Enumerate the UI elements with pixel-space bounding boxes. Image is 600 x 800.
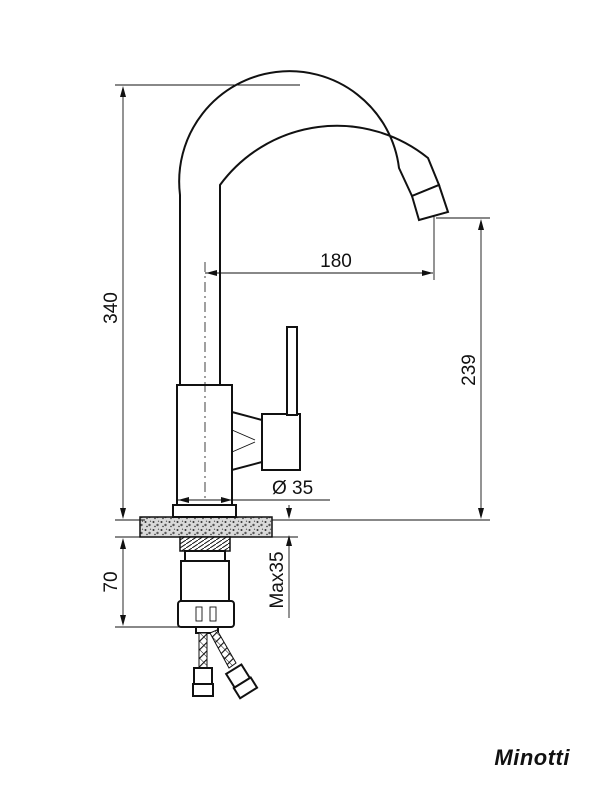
dimension-total-height: 340 [101,84,300,521]
spout-reach-label: 180 [320,251,352,272]
under-counter-label: 70 [101,571,122,592]
max-thickness-label: Max35 [267,551,288,608]
base-diameter-label: Ø 35 [272,478,313,499]
brand-logo: Minotti [494,745,570,770]
mounting-hardware [177,536,235,634]
faucet-body [172,326,301,518]
dimension-spout-height: 239 [272,217,490,521]
spout-height-label: 239 [459,354,480,386]
dimension-spout-reach: 180 [205,216,435,280]
flexible-hoses [192,629,259,700]
dimension-under-counter: 70 [101,536,180,628]
dimension-base-diameter: Ø 35 [177,470,330,505]
total-height-label: 340 [101,292,122,324]
dimension-max-thickness: Max35 [267,505,298,618]
spout [178,70,450,386]
countertop [139,516,273,538]
